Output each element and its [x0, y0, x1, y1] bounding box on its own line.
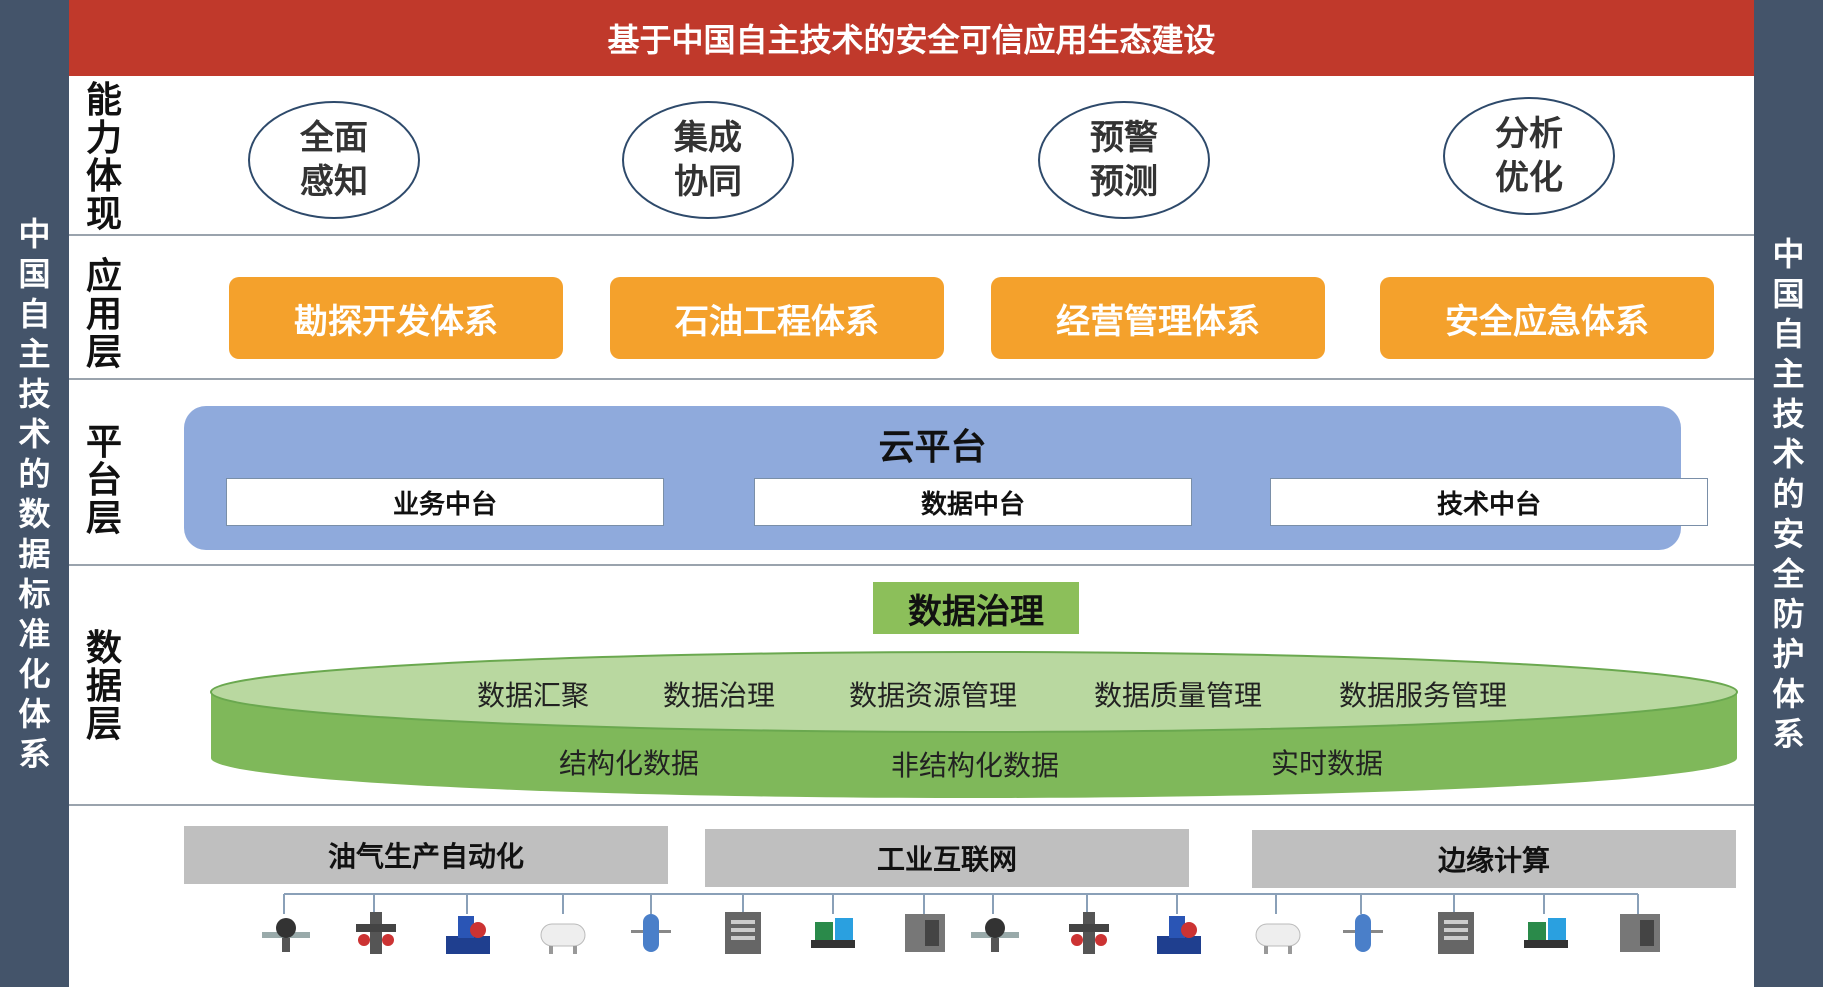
wellhead-icon [356, 912, 396, 954]
meter-icon [905, 914, 945, 952]
middle-platform-box: 数据中台 [754, 478, 1192, 526]
pump-icon [1157, 916, 1201, 954]
capability-oval: 集成协同 [622, 101, 794, 219]
divider [69, 234, 1754, 236]
pump-icon [446, 916, 490, 954]
cabinet-icon [1438, 912, 1474, 954]
top-banner: 基于中国自主技术的安全可信应用生态建设 [69, 0, 1754, 76]
data-disk [210, 651, 1738, 798]
data-layer-label: 数据层 [85, 628, 122, 745]
data-type-text: 结构化数据 [559, 747, 700, 780]
data-function-text: 数据治理 [663, 679, 776, 712]
data-function-text: 数据资源管理 [849, 679, 1018, 712]
divider [69, 804, 1754, 806]
data-function-text: 数据汇聚 [477, 679, 590, 712]
divider [69, 378, 1754, 380]
middle-platform-box: 技术中台 [1270, 478, 1708, 526]
capability-layer-label: 能力体现 [85, 80, 122, 235]
application-layer-label: 应用层 [85, 256, 122, 373]
meter-icon [1620, 914, 1660, 952]
capability-oval: 分析优化 [1443, 97, 1615, 215]
application-box: 石油工程体系 [610, 277, 944, 359]
capability-oval: 预警预测 [1038, 101, 1210, 219]
application-box: 经营管理体系 [991, 277, 1325, 359]
platform-layer-label: 平台层 [85, 422, 122, 539]
data-function-text: 数据质量管理 [1094, 679, 1263, 712]
equipment-connector-lines [283, 893, 1639, 914]
wellhead-icon [1069, 912, 1109, 954]
application-box: 安全应急体系 [1380, 277, 1714, 359]
tank-icon [540, 923, 586, 954]
left-side-panel: 中国自主技术的数据标准化体系 [0, 0, 69, 987]
capability-oval: 全面感知 [248, 101, 420, 219]
cloud-platform-title: 云平台 [878, 427, 987, 468]
valve-icon [971, 918, 1019, 952]
left-side-title: 中国自主技术的数据标准化体系 [18, 214, 51, 773]
compressor-icon [1524, 918, 1568, 948]
divider [69, 564, 1754, 566]
data-source-box: 油气生产自动化 [184, 826, 668, 884]
valve-icon [262, 918, 310, 952]
cloud-platform: 云平台 业务中台 数据中台 技术中台 [184, 406, 1708, 550]
separator-icon [1343, 914, 1383, 952]
middle-platform-box: 业务中台 [226, 478, 664, 526]
separator-icon [631, 914, 671, 952]
right-side-title: 中国自主技术的安全防护体系 [1772, 234, 1805, 753]
compressor-icon [811, 918, 855, 948]
application-box: 勘探开发体系 [229, 277, 563, 359]
data-function-text: 数据服务管理 [1339, 679, 1508, 712]
architecture-diagram: 基于中国自主技术的安全可信应用生态建设 能力体现 全面感知 集成协同 预警预测 … [69, 0, 1754, 987]
data-type-text: 非结构化数据 [891, 749, 1060, 782]
data-governance-title: 数据治理 [873, 582, 1079, 634]
cabinet-icon [725, 912, 761, 954]
data-type-text: 实时数据 [1271, 747, 1384, 780]
tank-icon [1255, 923, 1301, 954]
data-source-box: 工业互联网 [705, 829, 1189, 887]
data-source-box: 边缘计算 [1252, 830, 1736, 888]
right-side-panel: 中国自主技术的安全防护体系 [1754, 0, 1823, 987]
